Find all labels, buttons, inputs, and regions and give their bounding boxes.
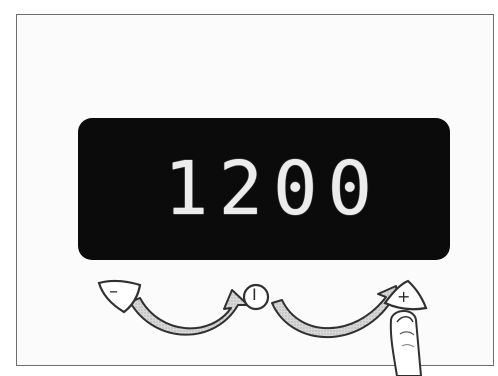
finger-icon [391, 311, 421, 376]
left-curved-arrow [130, 290, 248, 335]
plus-label: + [397, 289, 410, 305]
right-curved-arrow [272, 286, 398, 337]
minus-label: – [109, 283, 118, 301]
power-label: I [252, 287, 257, 303]
